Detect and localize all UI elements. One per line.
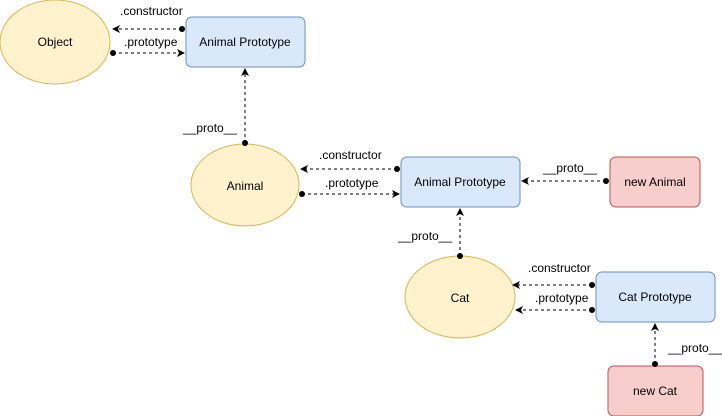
label-constructor-3: .constructor [528, 261, 591, 275]
node-object[interactable]: Object [0, 0, 111, 85]
node-cat[interactable]: Cat [404, 255, 516, 339]
edge-proto-3 [456, 208, 464, 259]
object-ellipse [0, 0, 111, 85]
label-prototype-3: .prototype [535, 291, 589, 305]
label-proto-4: __proto__ [667, 341, 722, 355]
cat-prototype-box [595, 271, 716, 323]
label-proto-3: __proto__ [397, 229, 452, 243]
edge-constructor-3 [512, 281, 595, 289]
node-new-animal[interactable]: new Animal [609, 156, 701, 208]
node-animal-prototype-top[interactable]: Animal Prototype [185, 16, 306, 68]
edge-prototype-1 [110, 49, 185, 57]
edge-constructor-1 [112, 25, 185, 33]
edge-proto-4 [651, 323, 659, 367]
edge-proto-1 [241, 68, 249, 146]
label-constructor-1: .constructor [120, 4, 183, 18]
node-animal-prototype-mid[interactable]: Animal Prototype [400, 156, 521, 208]
animal-prototype-top-box [185, 16, 306, 68]
label-prototype-2: .prototype [325, 176, 379, 190]
edge-prototype-3 [515, 306, 595, 314]
label-proto-1: __proto__ [182, 121, 237, 135]
label-prototype-1: .prototype [124, 35, 178, 49]
object-label: Object [38, 35, 73, 49]
new-animal-box [609, 156, 701, 208]
edge-proto-2 [521, 177, 609, 185]
label-constructor-2: .constructor [319, 148, 382, 162]
animal-prototype-top-label: Animal Prototype [199, 35, 291, 49]
animal-prototype-mid-label: Animal Prototype [414, 175, 506, 189]
new-cat-label: new Cat [633, 384, 678, 398]
node-new-cat[interactable]: new Cat [607, 365, 704, 416]
new-animal-label: new Animal [624, 175, 685, 189]
edge-constructor-2 [300, 165, 400, 173]
cat-prototype-label: Cat Prototype [618, 290, 692, 304]
cat-label: Cat [451, 291, 470, 305]
node-animal[interactable]: Animal [190, 143, 300, 227]
animal-prototype-mid-box [400, 156, 521, 208]
label-proto-2: __proto__ [542, 161, 597, 175]
animal-label: Animal [227, 179, 264, 193]
edge-prototype-2 [299, 190, 400, 198]
node-cat-prototype[interactable]: Cat Prototype [595, 271, 716, 323]
